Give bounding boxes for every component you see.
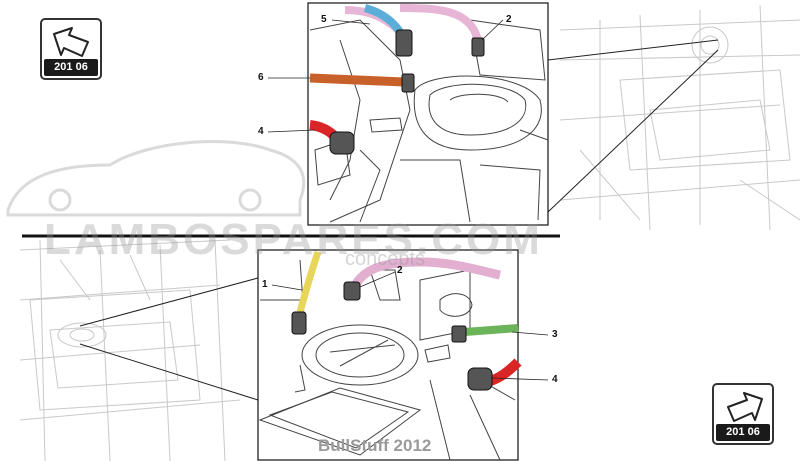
next-page-code: 201 06	[716, 424, 770, 441]
callout-top-2: 2	[506, 14, 512, 25]
callout-top-6: 6	[258, 72, 264, 83]
arrow-forward-icon	[727, 392, 763, 422]
callout-bottom-2: 2	[397, 265, 403, 276]
watermark-text: LAMBOSPARES.COM	[44, 215, 543, 264]
prev-page-code: 201 06	[44, 59, 98, 76]
callout-bottom-4: 4	[552, 374, 558, 385]
car-watermark	[6, 140, 306, 217]
prev-page-button[interactable]: 201 06	[40, 18, 102, 80]
callout-bottom-3: 3	[552, 329, 558, 340]
watermark-subtext: concepts	[345, 248, 426, 270]
callout-top-5: 5	[321, 14, 327, 25]
callout-bottom-1: 1	[262, 279, 268, 290]
arrow-back-icon	[53, 27, 89, 57]
next-page-button[interactable]: 201 06	[712, 383, 774, 445]
bottom-detail-panel	[257, 249, 549, 461]
top-detail-panel	[267, 2, 549, 226]
callout-top-4: 4	[258, 126, 264, 137]
credit-text: BullStuff 2012	[318, 436, 432, 455]
